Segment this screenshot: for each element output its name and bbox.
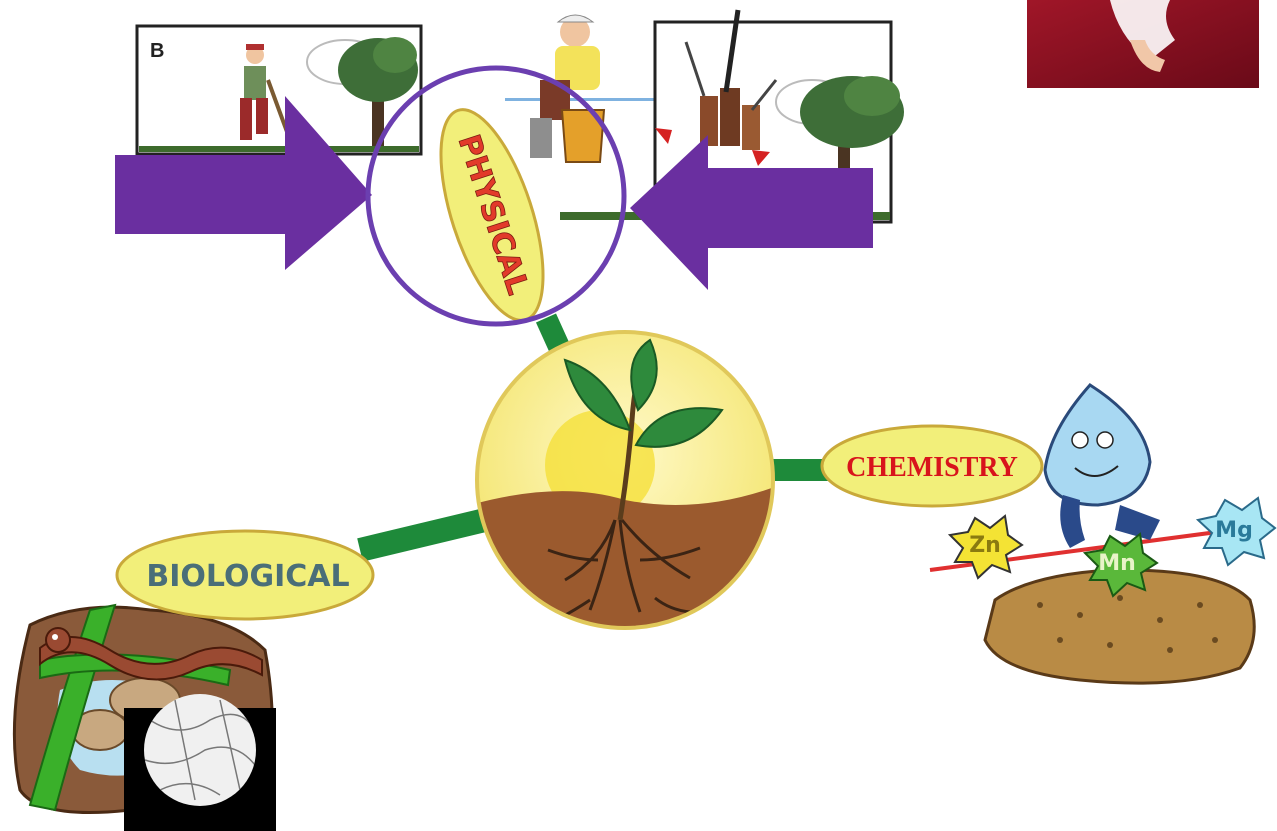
magnesium-text: Mg (1215, 518, 1253, 543)
zinc-badge: Zn (950, 516, 1022, 578)
farmer-with-bucket-figure (505, 15, 655, 162)
microscope-view (124, 694, 276, 831)
manganese-text: Mn (1098, 551, 1136, 576)
chemistry-label: CHEMISTRY (822, 426, 1042, 506)
magnesium-badge: Mg (1198, 498, 1275, 565)
panel-label: B (150, 40, 164, 62)
biological-label: BIOLOGICAL (117, 531, 373, 619)
chemistry-text: CHEMISTRY (846, 452, 1018, 483)
corner-photo (1027, 0, 1259, 88)
zinc-text: Zn (969, 533, 1001, 558)
central-plant-illustration (470, 330, 780, 640)
biological-text: BIOLOGICAL (146, 559, 349, 594)
